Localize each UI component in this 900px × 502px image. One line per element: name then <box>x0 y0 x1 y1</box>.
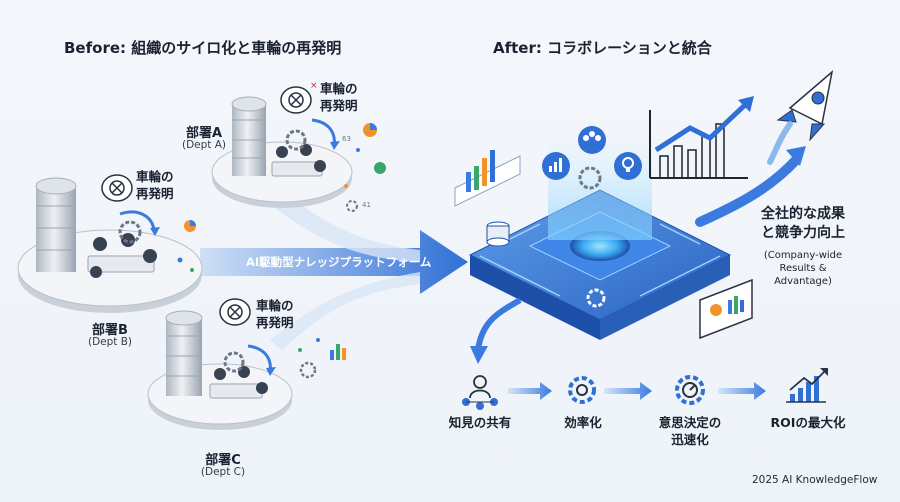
result-line2: と競争力向上 <box>761 225 845 241</box>
dept-b-bubble-icon <box>101 174 133 202</box>
decor-number-b: 41 <box>362 201 371 209</box>
platform-label: AI駆動型ナレッジプラットフォーム <box>246 255 432 269</box>
result-sub2: Results & <box>779 263 827 274</box>
decor-number-a: 63 <box>342 135 351 143</box>
step1-icon <box>462 375 498 410</box>
dept-b-sub: (Dept B) <box>87 336 133 348</box>
before-heading: Before: 組織のサイロ化と車輪の再発明 <box>64 39 342 57</box>
credit-text: 2025 AI KnowledgeFlow <box>752 474 878 486</box>
dept-c-island <box>147 310 293 430</box>
dept-c-sub: (Dept C) <box>200 466 246 478</box>
result-sub1: (Company-wide <box>763 250 843 261</box>
step2-icon <box>568 376 596 404</box>
dept-c-bubble-icon <box>219 298 251 326</box>
svg-text:×: × <box>310 81 318 91</box>
step3-icon <box>675 375 705 405</box>
step3-label: 意思決定の 迅速化 <box>658 415 722 447</box>
dept-a-bubble: 車輪の 再発明 <box>320 81 358 113</box>
dept-b-label: 部署B <box>92 323 128 338</box>
dept-c-label: 部署C <box>205 453 241 468</box>
step2-label: 効率化 <box>564 415 602 430</box>
dept-a-label: 部署A <box>185 126 223 141</box>
step4-label: ROIの最大化 <box>770 415 846 430</box>
dept-b-bubble: 車輪の 再発明 <box>136 169 174 201</box>
dept-b-island <box>17 177 203 313</box>
growth-arrow <box>695 146 806 227</box>
dashboard-tablet <box>699 278 753 340</box>
step-arrow-2 <box>604 382 652 400</box>
after-heading: After: コラボレーションと統合 <box>493 39 712 57</box>
step-arrow-3 <box>718 382 766 400</box>
growth-chart <box>649 96 754 179</box>
rocket-icon <box>767 70 834 165</box>
step1-label: 知見の共有 <box>448 415 512 430</box>
scattered-data-icons <box>177 123 386 379</box>
dept-a-island <box>211 96 353 208</box>
result-block: 全社的な成果 と競争力向上 (Company-wide Results & Ad… <box>748 205 858 288</box>
step-arrow-1 <box>508 382 552 400</box>
step4-icon <box>786 368 828 403</box>
dept-c-bubble: 車輪の 再発明 <box>256 298 294 330</box>
dept-a-sub: (Dept A) <box>181 139 227 151</box>
central-platform <box>468 130 732 340</box>
floating-icons <box>542 126 642 190</box>
bar-chart-panel <box>454 150 521 207</box>
down-arrow <box>470 297 522 364</box>
result-line1: 全社的な成果 <box>761 206 845 222</box>
dept-a-bubble-icon: × <box>280 81 318 114</box>
result-sub3: Advantage) <box>774 276 832 287</box>
